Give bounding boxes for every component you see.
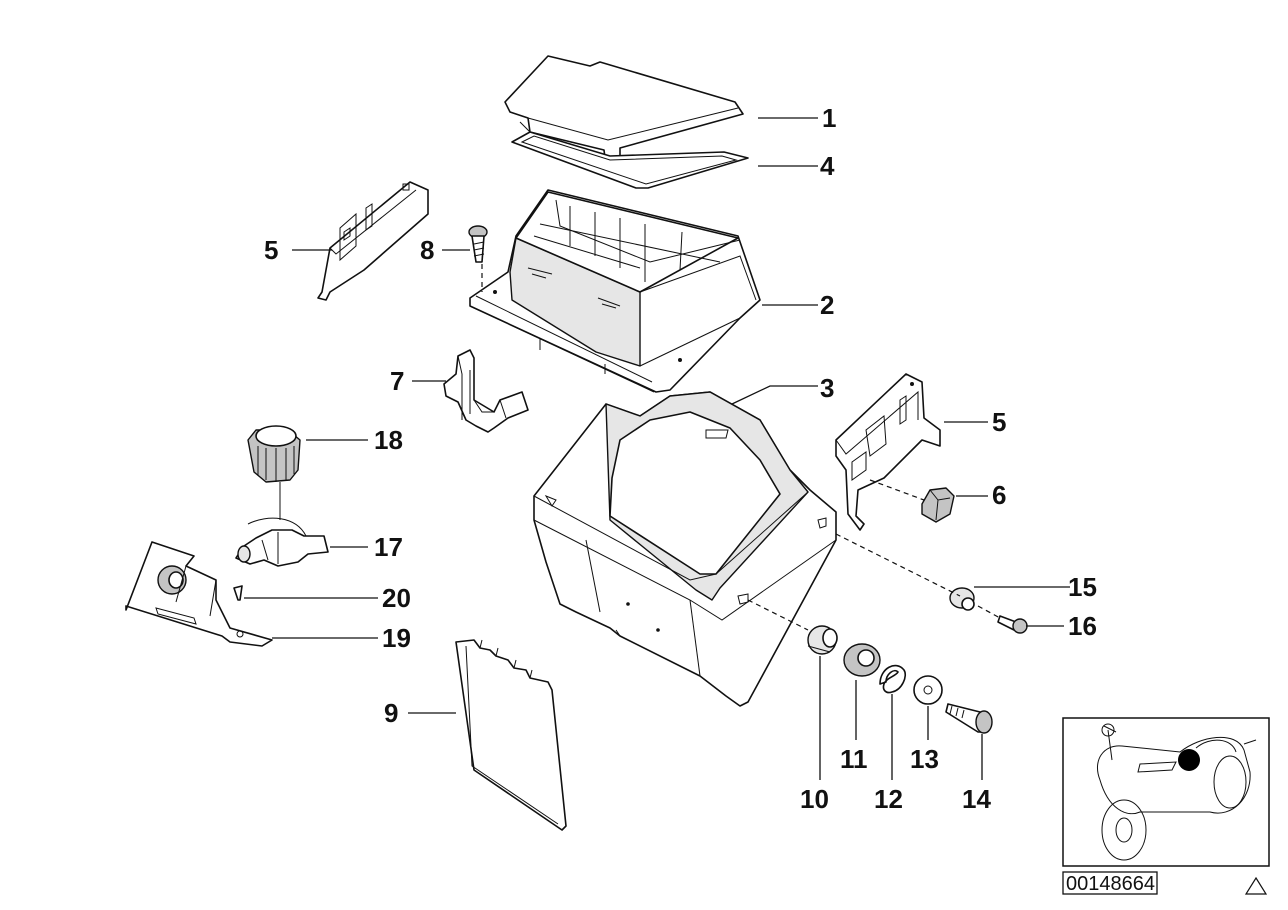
callout-18: 18 [374, 425, 403, 455]
callout-16: 16 [1068, 611, 1097, 641]
callout-1: 1 [822, 103, 836, 133]
callout-4: 4 [820, 151, 835, 181]
callout-labels: 1 2 3 4 5 5 6 7 8 9 10 11 12 13 14 15 16… [264, 103, 1097, 814]
part-screw-8 [468, 225, 488, 263]
locator-thumbnail [1062, 717, 1270, 867]
assembly-lines [481, 264, 1001, 631]
part-bolt [945, 703, 993, 734]
part-socket-bracket [125, 541, 273, 647]
callout-17: 17 [374, 532, 403, 562]
callout-2: 2 [820, 290, 834, 320]
callout-7: 7 [390, 366, 404, 396]
callout-13: 13 [910, 744, 939, 774]
corner-triangle-icon [1244, 876, 1268, 895]
callout-10: 10 [800, 784, 829, 814]
part-rubber-ring [843, 643, 881, 677]
part-washer [913, 675, 943, 705]
part-panel [455, 639, 567, 831]
part-knob [247, 425, 301, 483]
callout-9: 9 [384, 698, 398, 728]
reference-code-box: 00148664 [1062, 871, 1158, 895]
part-grommet [807, 625, 838, 655]
part-bracket-right [835, 373, 941, 531]
callout-15: 15 [1068, 572, 1097, 602]
part-spring-washer [879, 664, 907, 694]
callout-14: 14 [962, 784, 991, 814]
part-small-screw [233, 585, 243, 601]
part-battery-box [533, 391, 837, 707]
callout-19: 19 [382, 623, 411, 653]
part-expansion-nut [949, 587, 975, 611]
location-marker [1178, 749, 1200, 771]
callout-6: 6 [992, 480, 1006, 510]
callout-8: 8 [420, 235, 434, 265]
callout-20: 20 [382, 583, 411, 613]
callout-12: 12 [874, 784, 903, 814]
part-tray [469, 189, 761, 393]
part-clip-nut [921, 487, 955, 523]
part-clamp [235, 517, 329, 567]
part-screw-16 [997, 615, 1028, 634]
leader-lines [244, 117, 1070, 780]
callout-5-right: 5 [992, 407, 1006, 437]
part-holder [443, 349, 529, 433]
callout-11: 11 [840, 744, 868, 774]
reference-code: 00148664 [1066, 873, 1155, 895]
part-gasket [511, 131, 749, 189]
callout-3: 3 [820, 373, 834, 403]
callout-5-left: 5 [264, 235, 278, 265]
part-bracket-left [317, 181, 429, 301]
